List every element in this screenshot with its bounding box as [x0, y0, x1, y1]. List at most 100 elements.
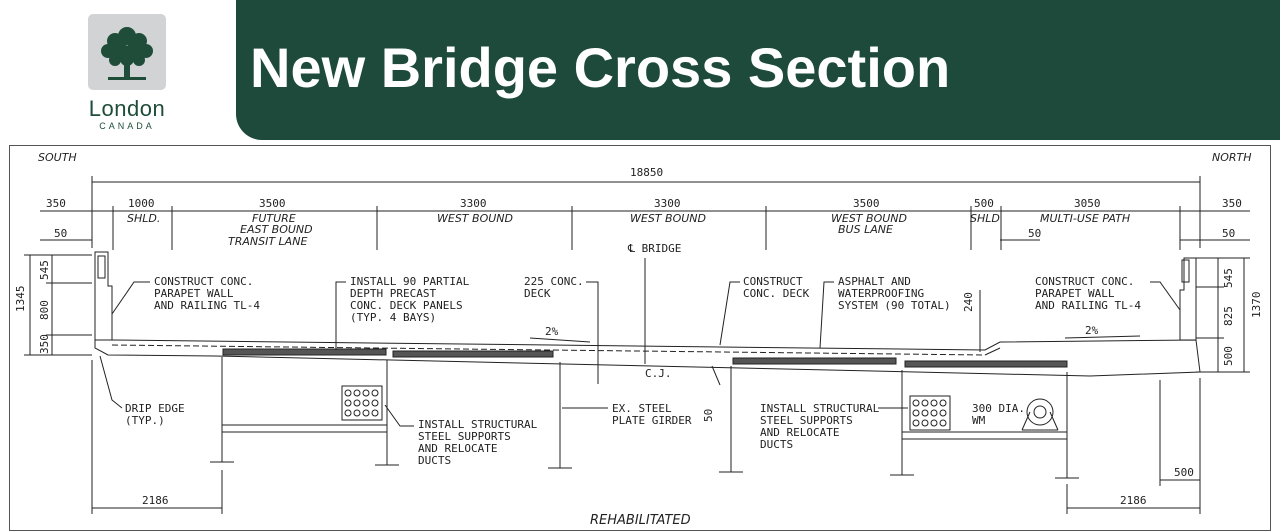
dim-1000: 1000 [128, 197, 155, 210]
dim-3300-a: 3300 [460, 197, 487, 210]
dim-2186-right: 2186 [1120, 494, 1147, 507]
lane-westbound-2: WEST BOUND [630, 212, 706, 225]
south-label: SOUTH [38, 151, 77, 164]
note-parapet-right-2: PARAPET WALL [1035, 287, 1115, 300]
lane-future-1: FUTURE [252, 212, 296, 225]
dim-1370: 1370 [1250, 292, 1263, 319]
note-wm-2: WM [972, 414, 986, 427]
note-panels-4: (TYP. 4 BAYS) [350, 311, 436, 324]
leader-cdeck [719, 281, 740, 346]
note-struct-left-4: DUCTS [418, 454, 451, 467]
note-struct-right-4: DUCTS [760, 438, 793, 451]
note-parapet-right-3: AND RAILING TL-4 [1035, 299, 1141, 312]
dim-50-girder: 50 [702, 409, 715, 422]
leader-struct-left [384, 404, 414, 427]
tree-icon [101, 27, 153, 80]
dim-3500-b: 3500 [853, 197, 880, 210]
slope-arrow-right [1064, 335, 1141, 339]
ducts-right [909, 395, 951, 431]
note-girder-2: PLATE GIRDER [612, 414, 692, 427]
dim-1345: 1345 [14, 286, 27, 313]
dim-3500-a: 3500 [259, 197, 286, 210]
dim-50-left: 50 [54, 227, 67, 240]
note-parapet-left-1: CONSTRUCT CONC. [154, 275, 253, 288]
note-cdeck-2: CONC. DECK [743, 287, 810, 300]
note-struct-left-2: STEEL SUPPORTS [418, 430, 511, 443]
ducts-left [341, 385, 383, 421]
leader-panels [335, 281, 346, 350]
note-struct-left-1: INSTALL STRUCTURAL [418, 418, 538, 431]
dim-545-left: 545 [38, 260, 51, 280]
note-parapet-left-3: AND RAILING TL-4 [154, 299, 260, 312]
railing-left [97, 255, 106, 279]
north-label: NORTH [1212, 151, 1252, 164]
asphalt-end [984, 347, 1001, 356]
dim-2186-left: 2186 [142, 494, 169, 507]
lane-westbound-1: WEST BOUND [437, 212, 513, 225]
note-struct-right-2: STEEL SUPPORTS [760, 414, 853, 427]
lane-shld-left: SHLD. [127, 212, 160, 225]
lane-bus-2: BUS LANE [838, 223, 893, 236]
dim-50-girder-line [711, 365, 721, 386]
lane-shld-right: SHLD [970, 212, 1000, 225]
note-struct-left-3: AND RELOCATE [418, 442, 497, 455]
drawing-frame [9, 145, 1271, 531]
centerline-label: ℄ BRIDGE [627, 242, 681, 255]
note-parapet-left-2: PARAPET WALL [154, 287, 234, 300]
leader-parapet-right [1150, 281, 1181, 311]
note-cj: C.J. [645, 367, 672, 380]
note-deck225-1: 225 CONC. [524, 275, 584, 288]
note-asphalt-2: WATERPROOFING [838, 287, 924, 300]
note-struct-right-1: INSTALL STRUCTURAL [760, 402, 880, 415]
note-panels-2: DEPTH PRECAST [350, 287, 436, 300]
logo-badge [88, 14, 166, 90]
note-asphalt-1: ASPHALT AND [838, 275, 911, 288]
leader-deck225 [586, 281, 599, 384]
watermain-pipe [1021, 398, 1059, 431]
dim-3050: 3050 [1074, 197, 1101, 210]
title-banner [236, 0, 1280, 140]
drawing-caption: REHABILITATED [590, 513, 691, 528]
slope-left: 2% [545, 325, 559, 338]
dim-50-right-a: 50 [1028, 227, 1041, 240]
dim-825: 825 [1222, 306, 1235, 326]
dim-240: 240 [962, 292, 975, 312]
note-panels-3: CONC. DECK PANELS [350, 299, 463, 312]
overall-dim-text: 18850 [630, 166, 663, 179]
dim-500: 500 [974, 197, 994, 210]
logo-wordmark: London [88, 96, 166, 121]
dim-545-right: 545 [1222, 268, 1235, 288]
note-deck225-2: DECK [524, 287, 551, 300]
lane-ticks [112, 206, 1181, 250]
note-parapet-right-1: CONSTRUCT CONC. [1035, 275, 1134, 288]
note-cdeck-1: CONSTRUCT [743, 275, 803, 288]
slope-arrow-left [529, 337, 591, 343]
dim-800: 800 [38, 300, 51, 320]
steel-girders [210, 357, 1079, 479]
logo: London CANADA [0, 0, 236, 140]
note-drip-2: (TYP.) [125, 414, 165, 427]
dim-350-right: 350 [1222, 197, 1242, 210]
railing-right [1181, 259, 1190, 283]
lane-mup: MULTI-USE PATH [1040, 212, 1130, 225]
dim-500-right: 500 [1222, 346, 1235, 366]
slope-right: 2% [1085, 324, 1099, 337]
dim-350-vertical: 350 [38, 334, 51, 354]
logo-subtitle: CANADA [99, 121, 155, 131]
dim-50-right-b: 50 [1222, 227, 1235, 240]
note-girder-1: EX. STEEL [612, 402, 672, 415]
lane-bus-1: WEST BOUND [831, 212, 907, 225]
lane-future-3: TRANSIT LANE [228, 235, 307, 248]
dim-500-bottom: 500 [1174, 466, 1194, 479]
note-asphalt-3: SYSTEM (90 TOTAL) [838, 299, 951, 312]
dim-350-left: 350 [46, 197, 66, 210]
dim-3300-b: 3300 [654, 197, 681, 210]
leader-parapet-left [111, 281, 150, 315]
bridge-deck [94, 339, 1201, 377]
leader-drip [99, 355, 123, 409]
leader-asphalt [819, 281, 834, 349]
page-title: New Bridge Cross Section [250, 36, 951, 99]
note-struct-right-3: AND RELOCATE [760, 426, 839, 439]
lane-future-2: EAST BOUND [240, 223, 313, 236]
